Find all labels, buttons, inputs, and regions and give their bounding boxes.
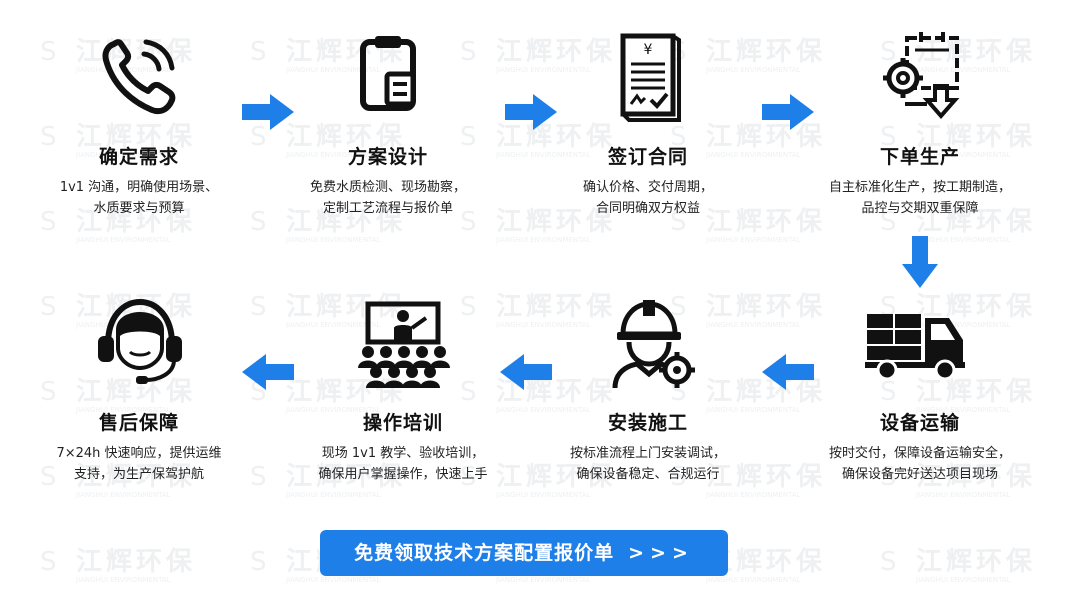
arrow-right-icon <box>242 94 294 130</box>
step-title: 确定需求 <box>98 146 179 168</box>
svg-text:JIANGHUI ENVIRONMENTAL: JIANGHUI ENVIRONMENTAL <box>75 491 171 499</box>
svg-text:S: S <box>880 547 897 577</box>
svg-text:JIANGHUI ENVIRONMENTAL: JIANGHUI ENVIRONMENTAL <box>495 491 591 499</box>
arrow-right-icon <box>505 94 557 130</box>
step-installation: 安装施工 按标准流程上门安装调试， 确保设备稳定、合规运行 <box>528 296 768 485</box>
step-sign-contract: ¥ 签订合同 确认价格、交付周期， 合同明确双方权益 <box>528 30 768 219</box>
svg-text:¥: ¥ <box>644 42 653 58</box>
svg-text:JIANGHUI ENVIRONMENTAL: JIANGHUI ENVIRONMENTAL <box>705 576 801 584</box>
cta-label: 免费领取技术方案配置报价单 <box>354 542 615 564</box>
get-quote-button[interactable]: 免费领取技术方案配置报价单 >>> <box>320 530 728 576</box>
phone-icon <box>102 39 176 115</box>
svg-text:JIANGHUI ENVIRONMENTAL: JIANGHUI ENVIRONMENTAL <box>705 236 801 244</box>
step-training: 操作培训 现场 1v1 教学、验收培训， 确保用户掌握操作，快速上手 <box>283 296 523 485</box>
arrow-left-icon <box>500 354 552 390</box>
chevrons-right-icon: >>> <box>628 542 694 564</box>
svg-text:JIANGHUI ENVIRONMENTAL: JIANGHUI ENVIRONMENTAL <box>75 576 171 584</box>
svg-text:JIANGHUI ENVIRONMENTAL: JIANGHUI ENVIRONMENTAL <box>285 491 381 499</box>
step-description: 1v1 沟通，明确使用场景、 水质要求与预算 <box>59 180 219 216</box>
step-description: 按时交付，保障设备运输安全， 确保设备完好送达项目现场 <box>828 446 1011 482</box>
step-title: 安装施工 <box>607 412 688 434</box>
arrow-left-icon <box>242 354 294 390</box>
engineer-icon <box>612 300 695 389</box>
step-title: 设备运输 <box>879 412 960 434</box>
step-title: 方案设计 <box>347 146 428 168</box>
svg-text:江辉环保: 江辉环保 <box>916 547 1036 577</box>
step-description: 免费水质检测、现场勘察， 定制工艺流程与报价单 <box>309 180 466 216</box>
svg-text:JIANGHUI ENVIRONMENTAL: JIANGHUI ENVIRONMENTAL <box>705 491 801 499</box>
svg-text:JIANGHUI ENVIRONMENTAL: JIANGHUI ENVIRONMENTAL <box>915 491 1011 499</box>
contract-icon: ¥ <box>620 33 681 122</box>
step-confirm-requirements: 确定需求 1v1 沟通，明确使用场景、 水质要求与预算 <box>19 30 259 219</box>
svg-text:S: S <box>40 547 57 577</box>
step-production: 下单生产 自主标准化生产，按工期制造， 品控与交期双重保障 <box>800 30 1040 219</box>
svg-text:JIANGHUI ENVIRONMENTAL: JIANGHUI ENVIRONMENTAL <box>75 236 171 244</box>
step-title: 签订合同 <box>607 146 688 168</box>
production-icon <box>883 32 960 120</box>
arrow-right-icon <box>762 94 814 130</box>
step-description: 确认价格、交付周期， 合同明确双方权益 <box>582 180 713 216</box>
clipboard-icon <box>360 36 416 111</box>
svg-text:JIANGHUI ENVIRONMENTAL: JIANGHUI ENVIRONMENTAL <box>285 576 381 584</box>
step-title: 操作培训 <box>362 412 443 434</box>
arrow-left-icon <box>762 354 814 390</box>
step-title: 下单生产 <box>879 146 960 168</box>
step-transport: 设备运输 按时交付，保障设备运输安全， 确保设备完好送达项目现场 <box>800 296 1040 485</box>
truck-icon <box>865 314 965 381</box>
svg-text:JIANGHUI ENVIRONMENTAL: JIANGHUI ENVIRONMENTAL <box>285 236 381 244</box>
svg-text:江辉环保: 江辉环保 <box>76 547 196 577</box>
training-icon <box>358 301 450 388</box>
step-title: 售后保障 <box>98 412 179 434</box>
svg-text:JIANGHUI ENVIRONMENTAL: JIANGHUI ENVIRONMENTAL <box>495 576 591 584</box>
svg-text:S: S <box>250 547 267 577</box>
step-description: 自主标准化生产，按工期制造， 品控与交期双重保障 <box>828 180 1011 216</box>
arrow-down-icon <box>902 236 938 288</box>
step-solution-design: 方案设计 免费水质检测、现场勘察， 定制工艺流程与报价单 <box>268 30 508 219</box>
step-description: 按标准流程上门安装调试， 确保设备稳定、合规运行 <box>569 446 726 482</box>
headset-icon <box>98 298 182 384</box>
step-after-sales: 售后保障 7×24h 快速响应，提供运维 支持，为生产保驾护航 <box>19 296 259 485</box>
step-description: 7×24h 快速响应，提供运维 支持，为生产保驾护航 <box>56 446 222 482</box>
svg-text:JIANGHUI ENVIRONMENTAL: JIANGHUI ENVIRONMENTAL <box>495 236 591 244</box>
svg-text:JIANGHUI ENVIRONMENTAL: JIANGHUI ENVIRONMENTAL <box>915 576 1011 584</box>
step-description: 现场 1v1 教学、验收培训， 确保用户掌握操作，快速上手 <box>318 446 488 482</box>
